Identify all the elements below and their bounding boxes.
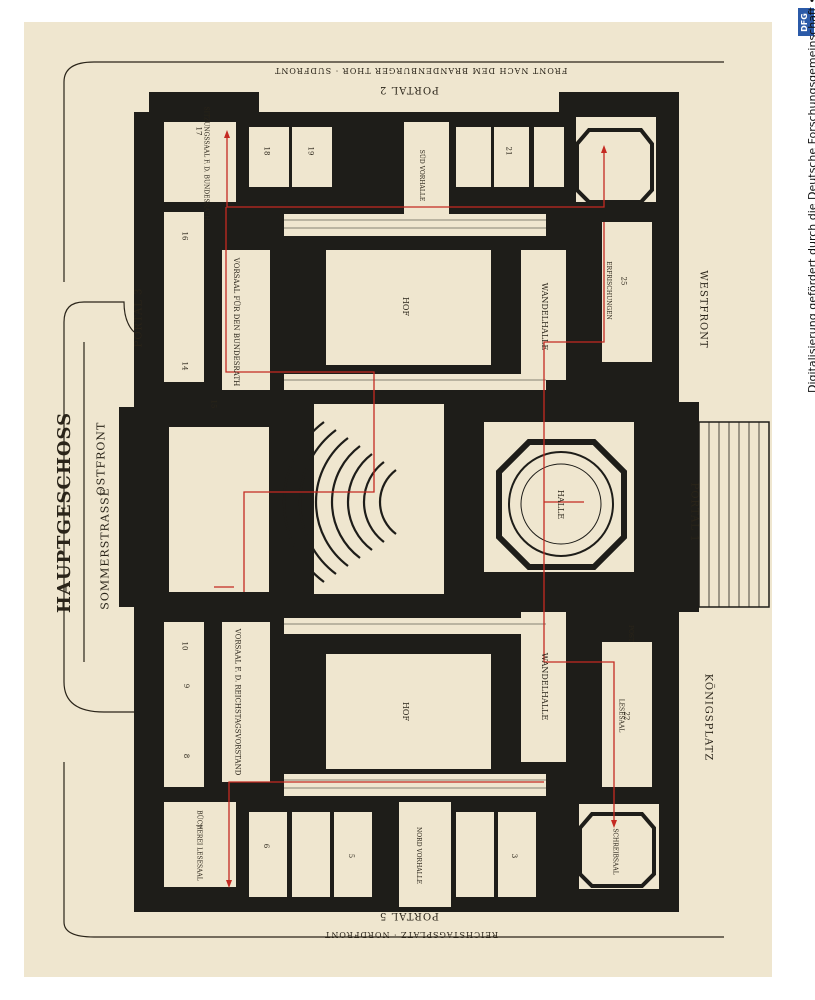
room-hof-bottom: HOF — [401, 701, 411, 722]
street-east: SOMMERSTRASSE — [98, 487, 112, 610]
room-number-10: 10 — [180, 641, 189, 651]
room-number-22: 22 — [622, 711, 631, 721]
room-number-18: 18 — [262, 146, 271, 156]
hof-top-room — [326, 250, 491, 365]
floor-plan — [63, 61, 770, 938]
plan-sheet: HAUPTGESCHOSS SOMMERSTRASSE OSTFRONT FRO… — [24, 22, 772, 977]
room-halle: HALLE — [556, 489, 566, 520]
portal-3: PORTAL 3 — [133, 287, 145, 348]
room-number-8: 8 — [182, 753, 191, 759]
room-number-25: 25 — [619, 276, 628, 286]
room-vorsaal-reichstag: VORSAAL F. D. REICHSTAGSVORSTAND — [233, 628, 242, 776]
street-north: REICHSTAGSPLATZ · NORDFRONT — [324, 930, 499, 939]
street-west-front: WESTFRONT — [697, 270, 709, 349]
room-wandelhalle-bottom: WANDELHALLE — [540, 652, 550, 721]
room-number-21: 21 — [504, 146, 513, 156]
portal-5: PORTAL 5 — [379, 910, 439, 921]
room-vorsaal-bundesrath: VORSAAL FÜR DEN BUNDESRATH — [232, 257, 241, 387]
room-sitzungssaal: SITZUNGSSAAL F. D. BUNDESRATH — [202, 106, 210, 221]
room-sued-vorhalle: SÜD VORHALLE — [418, 149, 426, 202]
room-buecherei: BÜCHEREI LESESAAL — [195, 810, 203, 881]
dfg-logo: DFG — [798, 8, 814, 36]
room-number-6: 6 — [262, 843, 271, 849]
room-number-14: 14 — [180, 361, 189, 371]
portal-2: PORTAL 2 — [379, 84, 439, 95]
route-arrows — [224, 130, 617, 888]
street-outlines — [63, 61, 724, 938]
room-number-16: 16 — [180, 231, 189, 241]
street-south: FRONT NACH DEM BRANDENBURGER THOR · SÜDF… — [274, 66, 568, 75]
room-number-5: 5 — [347, 853, 356, 859]
street-koenigsplatz: KÖNIGSPLATZ — [702, 673, 714, 762]
room-number-19: 19 — [306, 146, 315, 156]
room-number-7: 7 — [194, 823, 203, 829]
room-hof-top: HOF — [401, 296, 411, 317]
sheet-title: HAUPTGESCHOSS — [54, 411, 76, 614]
room-number-3: 3 — [510, 853, 519, 859]
portal-1: PORTAL 1 — [688, 482, 700, 543]
building-mass — [119, 92, 770, 912]
room-schreibsaal: SCHREIBSAAL — [611, 828, 619, 875]
credit-text: Digitalisierung gefördert durch die Deut… — [806, 0, 815, 393]
room-wandelhalle-top: WANDELHALLE — [540, 282, 550, 351]
credit-strip: Digitalisierung gefördert durch die Deut… — [806, 0, 815, 398]
route-lines — [214, 137, 615, 882]
room-number-15: 15 — [209, 399, 218, 409]
room-number-17: 17 — [194, 126, 203, 136]
room-erfrischungen: ERFRISCHUNGEN — [604, 261, 612, 320]
room-number-9: 9 — [182, 683, 191, 689]
room-post: POST — [627, 624, 635, 643]
street-east-front: OSTFRONT — [94, 421, 108, 496]
room-nord-vorhalle: NORD VORHALLE — [414, 827, 422, 884]
hof-bottom-room — [326, 654, 491, 769]
